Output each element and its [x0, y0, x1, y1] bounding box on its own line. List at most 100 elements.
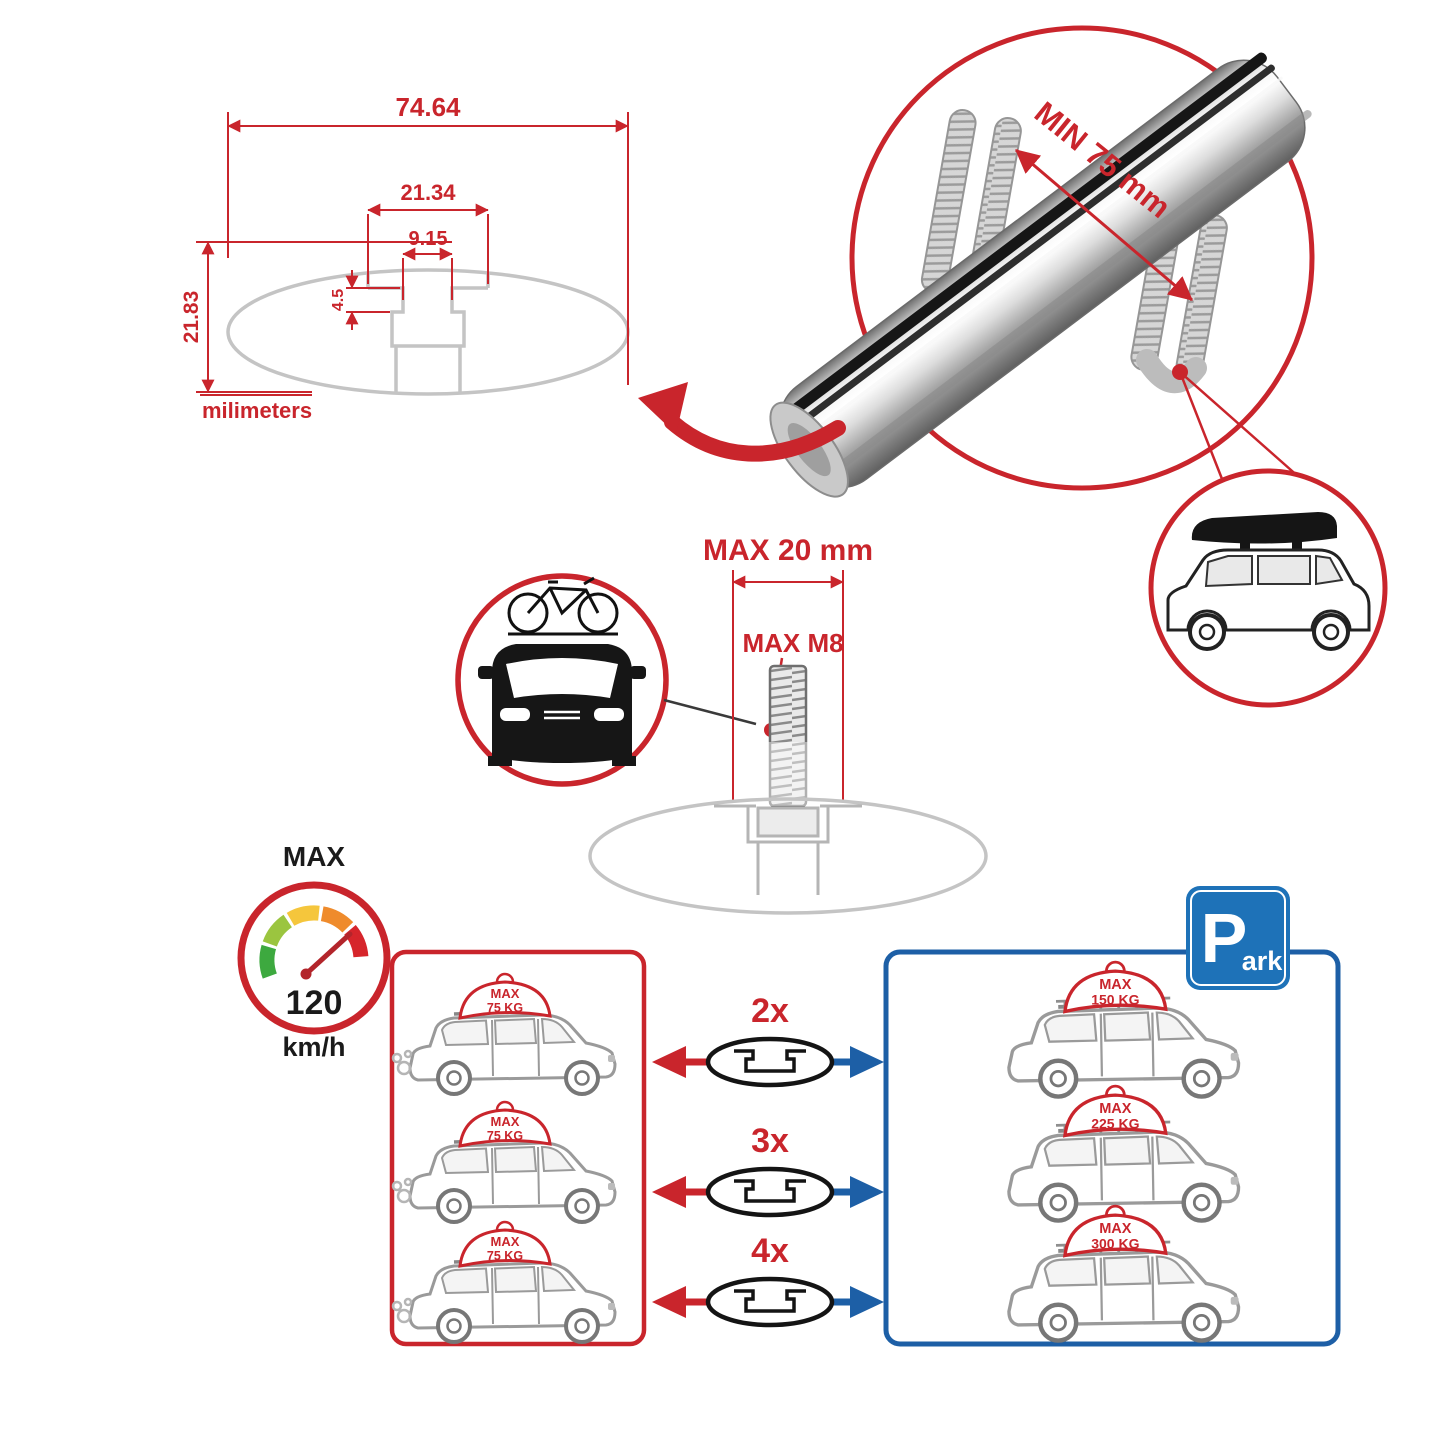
cargo-hook-icon [495, 1100, 515, 1111]
cargo-load-label: 225 KG [1091, 1116, 1139, 1132]
smoke-puff [391, 1052, 403, 1064]
bar-cross-section-ellipse [226, 268, 630, 396]
gauge-needle-pivot [300, 968, 312, 980]
gauge-yellow [286, 905, 320, 926]
car-front-icon [478, 644, 646, 766]
car-instance [408, 1009, 617, 1096]
parked-car-row-1: MAX 150 KG [1009, 960, 1239, 1097]
suv-window-mid [1257, 555, 1311, 585]
dim-label-total-height: 21.83 [180, 291, 203, 344]
driving-load-box: MAX 75 KG MAX 75 KG MAX [389, 949, 647, 1347]
u-bolt-bottom-curve [1136, 349, 1207, 394]
cargo-dome [458, 1108, 552, 1148]
park-sign-inner-border [1190, 890, 1286, 986]
cargo-hook-icon [495, 972, 515, 983]
cargo-max-label: MAX [491, 1234, 520, 1249]
dim-label-total-width: 74.64 [395, 92, 461, 122]
arrow-right-head [850, 1286, 884, 1318]
gauge-arc [259, 905, 369, 979]
cargo-hook-icon [495, 1220, 515, 1231]
arrow-left-head [652, 1046, 686, 1078]
bar-detail-magnifier: MIN 75 mm [769, 25, 1315, 498]
dim-ext-total-width [227, 112, 629, 385]
suv-windshield [1315, 554, 1344, 586]
car-wheel-left [488, 756, 512, 766]
car-headlight-right [594, 708, 624, 721]
driving-car-row-1: MAX 75 KG [391, 972, 617, 1096]
arrow-left-head [652, 1176, 686, 1208]
leader-to-bolt [663, 698, 757, 726]
cargo-dome [1063, 969, 1168, 1014]
car-instance [1009, 1128, 1239, 1221]
cargo-load-label: 75 KG [487, 1129, 523, 1143]
cargo-load-label: 300 KG [1091, 1236, 1139, 1252]
dim-ext-total-height [196, 241, 452, 393]
dim-label-slot-inner: 9.15 [409, 228, 448, 250]
bolt-max-length-label: MAX 20 mm [703, 534, 873, 567]
bike-rear-wheel [507, 592, 549, 634]
cargo-load-label: 150 KG [1091, 992, 1139, 1008]
smoke-puff [403, 1297, 413, 1307]
bicycle-icon [507, 576, 619, 634]
cargo-max-label: MAX [1099, 1221, 1132, 1237]
cargo-hook-icon [1105, 1204, 1126, 1216]
min-span-arrow [1015, 148, 1193, 302]
dim-ext-slot-inner [402, 258, 453, 300]
bike-car-badge [455, 573, 757, 787]
unit-label: milimeters [202, 398, 312, 423]
speed-unit: km/h [282, 1032, 345, 1062]
suv-window-rear [1204, 555, 1253, 588]
car-grille [544, 710, 580, 720]
car-mirror-right [630, 666, 646, 679]
parked-load-box: MAX 150 KG MAX 225 KG MAX 300 KG [883, 886, 1341, 1347]
crossbar-icon [708, 1279, 832, 1325]
bar-to-diagram-arrow [638, 382, 846, 462]
red-box-border [389, 949, 647, 1347]
bolt-head [756, 806, 820, 838]
car-instance [1009, 1004, 1239, 1097]
speed-limit-badge: MAX 120 km/h [237, 841, 391, 1062]
arrow-right-head [850, 1046, 884, 1078]
cargo-dome [458, 1228, 552, 1268]
smoke-puff [396, 1060, 412, 1076]
bolt-dimension-diagram: MAX 20 mm MAX M8 [588, 534, 988, 915]
cargo-dome [458, 980, 552, 1020]
cargo-dome [1063, 1213, 1168, 1258]
cargo-load-label: 75 KG [487, 1001, 523, 1015]
suv-rear-wheel [1188, 613, 1226, 651]
suv-rear-hub [1198, 623, 1216, 641]
bar-count-row-3: 4x [652, 1232, 884, 1325]
car-front-windshield [506, 658, 618, 698]
bolt-ext-lines [732, 570, 844, 800]
exhaust-smoke-icon [391, 1049, 413, 1076]
arrow-right-head [850, 1176, 884, 1208]
roofbox-mount [1240, 540, 1250, 550]
park-sign-letter: P [1201, 899, 1248, 977]
car-with-roofbox-badge [1148, 468, 1388, 708]
car-mirror-left [478, 666, 494, 679]
bolt-bar-slot [714, 804, 862, 895]
bolt-shaft-fade [768, 742, 808, 806]
exhaust-smoke-icon [391, 1297, 413, 1324]
gauge-green [259, 944, 277, 979]
arrow-head [638, 382, 688, 434]
speed-value: 120 [286, 984, 343, 1022]
car-instance [408, 1257, 617, 1344]
bolt-max-thread-label: MAX M8 [742, 628, 843, 658]
bar-count-row-2: 3x [652, 1122, 884, 1215]
smoke-puff [396, 1188, 412, 1204]
cargo-max-label: MAX [1099, 977, 1132, 993]
suv-front-wheel [1312, 613, 1350, 651]
cargo-dome [1063, 1093, 1168, 1138]
bolt-shaft [768, 664, 808, 808]
bar-tslot-channel [366, 272, 490, 392]
dim-label-slot-outer: 21.34 [400, 180, 456, 205]
cargo-max-label: MAX [491, 986, 520, 1001]
roofbox-mount [1292, 538, 1302, 550]
driving-car-row-3: MAX 75 KG [391, 1220, 617, 1344]
gauge-lime [262, 914, 293, 947]
driving-car-row-2: MAX 75 KG [391, 1100, 617, 1224]
speed-max-label: MAX [283, 841, 346, 872]
dim-ext-slot-outer [367, 214, 489, 284]
